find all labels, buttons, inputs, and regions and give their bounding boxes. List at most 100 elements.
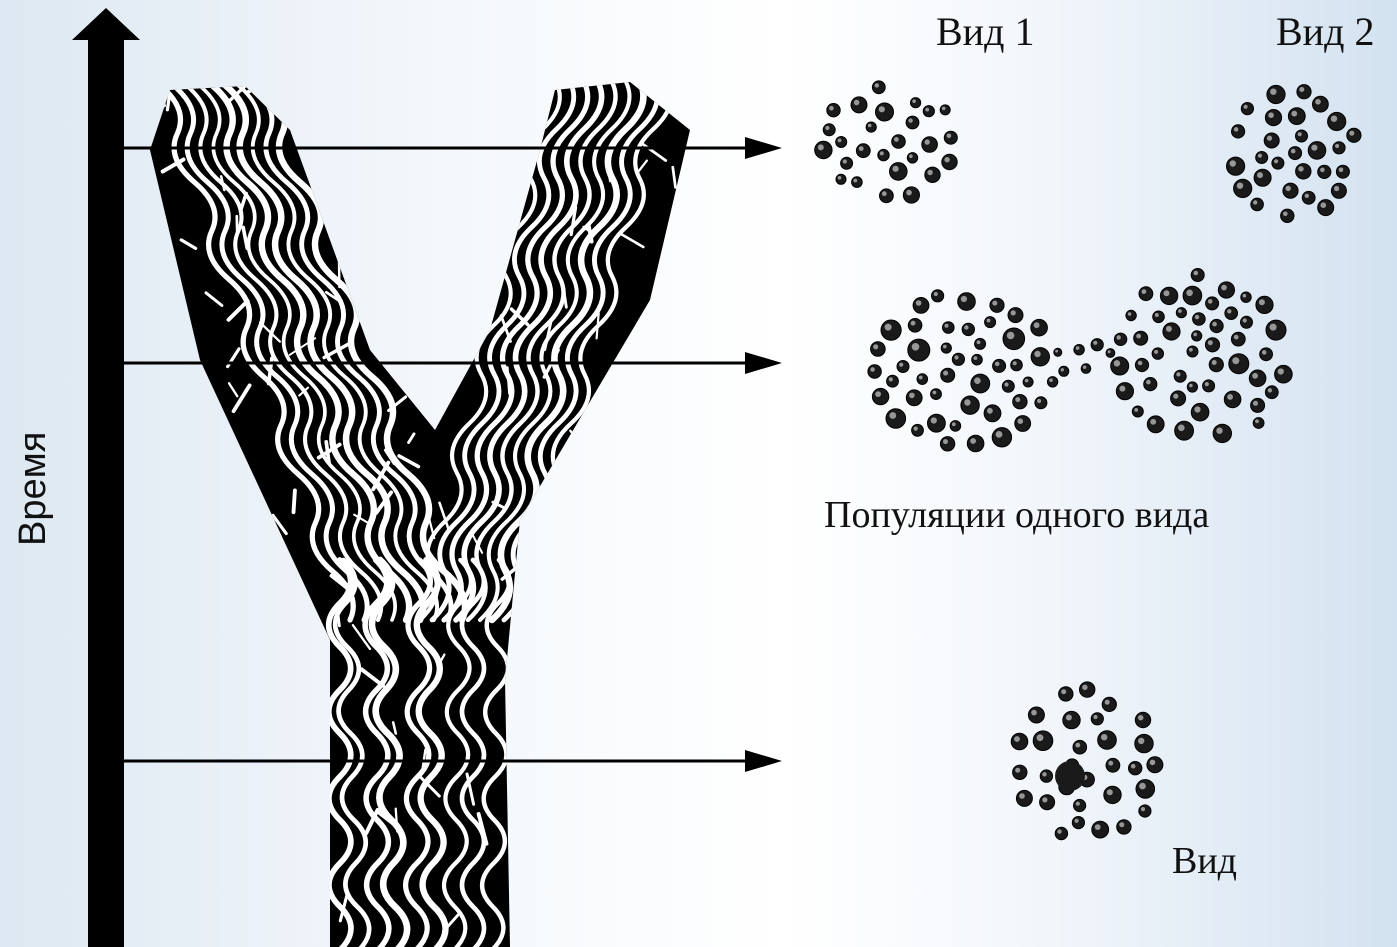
population-dot [871,342,886,357]
population-dot [912,424,924,436]
population-dot-highlight [1093,715,1097,719]
population-cluster-linked [868,269,1292,452]
tree-strand [158,609,161,621]
population-dot [1296,164,1311,179]
population-dot-highlight [974,356,978,360]
population-dot [943,322,955,334]
population-dot-highlight [943,371,948,376]
population-dot-highlight [1208,299,1213,304]
tree-strand [471,292,484,307]
time-axis-label: Время [14,432,52,546]
population-dot [906,116,919,129]
tree-strand [455,149,456,163]
population-dot [878,149,889,160]
population-dot-highlight [1178,309,1182,313]
population-dot-highlight [1186,290,1193,297]
tree-strand [570,431,577,441]
species-label: Вид [1172,842,1237,880]
population-dot [872,81,885,94]
population-dot [1106,349,1115,358]
population-dot-highlight [1258,154,1262,158]
population-dot [892,135,906,149]
population-dot [1193,313,1206,326]
population-dot [1308,142,1326,160]
population-dot-highlight [1042,772,1046,776]
population-dot [985,317,996,328]
population-dot [1275,365,1293,383]
population-dot-highlight [854,100,860,106]
population-dot [940,437,954,451]
population-dot-highlight [1270,324,1277,331]
population-dot [1023,377,1033,387]
population-dot [1191,269,1204,282]
population-dot [1136,780,1155,799]
population-dot-highlight [1195,315,1199,319]
population-dot-highlight [1166,326,1172,332]
population-dot-highlight [964,325,968,329]
population-dot [1187,382,1197,392]
population-dot-highlight [1291,149,1296,154]
population-dot-highlight [859,146,864,151]
population-dot-highlight [1105,700,1110,705]
population-dot [903,187,919,203]
population-dot [1175,421,1194,440]
population-dot [1002,380,1014,392]
population-dot-highlight [1268,388,1272,392]
population-dot [876,103,894,121]
population-dot-highlight [1243,318,1247,322]
tree-strand [326,132,343,158]
population-dot [1147,757,1163,773]
population-dot [1260,348,1273,361]
population-dot-highlight [1150,760,1156,766]
population-dot [1139,805,1151,817]
tree-strand [544,888,561,913]
population-dot [1106,758,1120,772]
population-dot [1152,348,1163,359]
population-dot [1072,817,1084,829]
population-dot [940,105,950,115]
population-dot-highlight [1155,313,1159,317]
population-dot [1028,707,1044,723]
population-dot [1015,416,1031,432]
population-dot-highlight [943,345,947,349]
population-dot [942,154,957,169]
population-dot [1191,403,1209,421]
tree-strand [162,287,167,299]
population-dot-highlight [934,292,938,296]
population-dot-highlight [1299,87,1304,92]
tree-strand [157,774,177,798]
tree-strand [543,699,561,717]
tree-strand [524,560,550,575]
population-dot-highlight [1320,168,1325,173]
population-dot-highlight [1262,350,1267,355]
population-dot [1266,320,1286,340]
population-dot [1249,370,1266,387]
population-dot-highlight [1055,350,1058,353]
population-dot-highlight [1139,783,1146,790]
population-dot [1225,307,1238,320]
population-dot-highlight [1349,131,1354,136]
population-dot [1035,397,1047,409]
population-dot [1013,395,1027,409]
population-dot-highlight [1270,89,1276,95]
tree-strand [322,764,323,784]
population-dot [1251,198,1264,211]
population-dot [1209,358,1223,372]
tree-strand [294,491,295,513]
population-dot-highlight [1234,335,1239,340]
population-dot [1333,142,1345,154]
tree-strand [247,79,272,92]
population-dot-highlight [1298,132,1302,136]
population-dot-highlight [1025,379,1029,383]
population-dot-highlight [933,391,937,395]
population-dot [841,157,853,169]
population-dot-highlight [818,144,824,150]
population-dot [1256,152,1268,164]
population-dot [1205,338,1219,352]
population-dot [1081,364,1091,374]
branching-tree [150,78,690,947]
population-dot-highlight [1234,127,1239,132]
population-dot-highlight [931,417,937,423]
population-dot-highlight [1076,346,1080,350]
